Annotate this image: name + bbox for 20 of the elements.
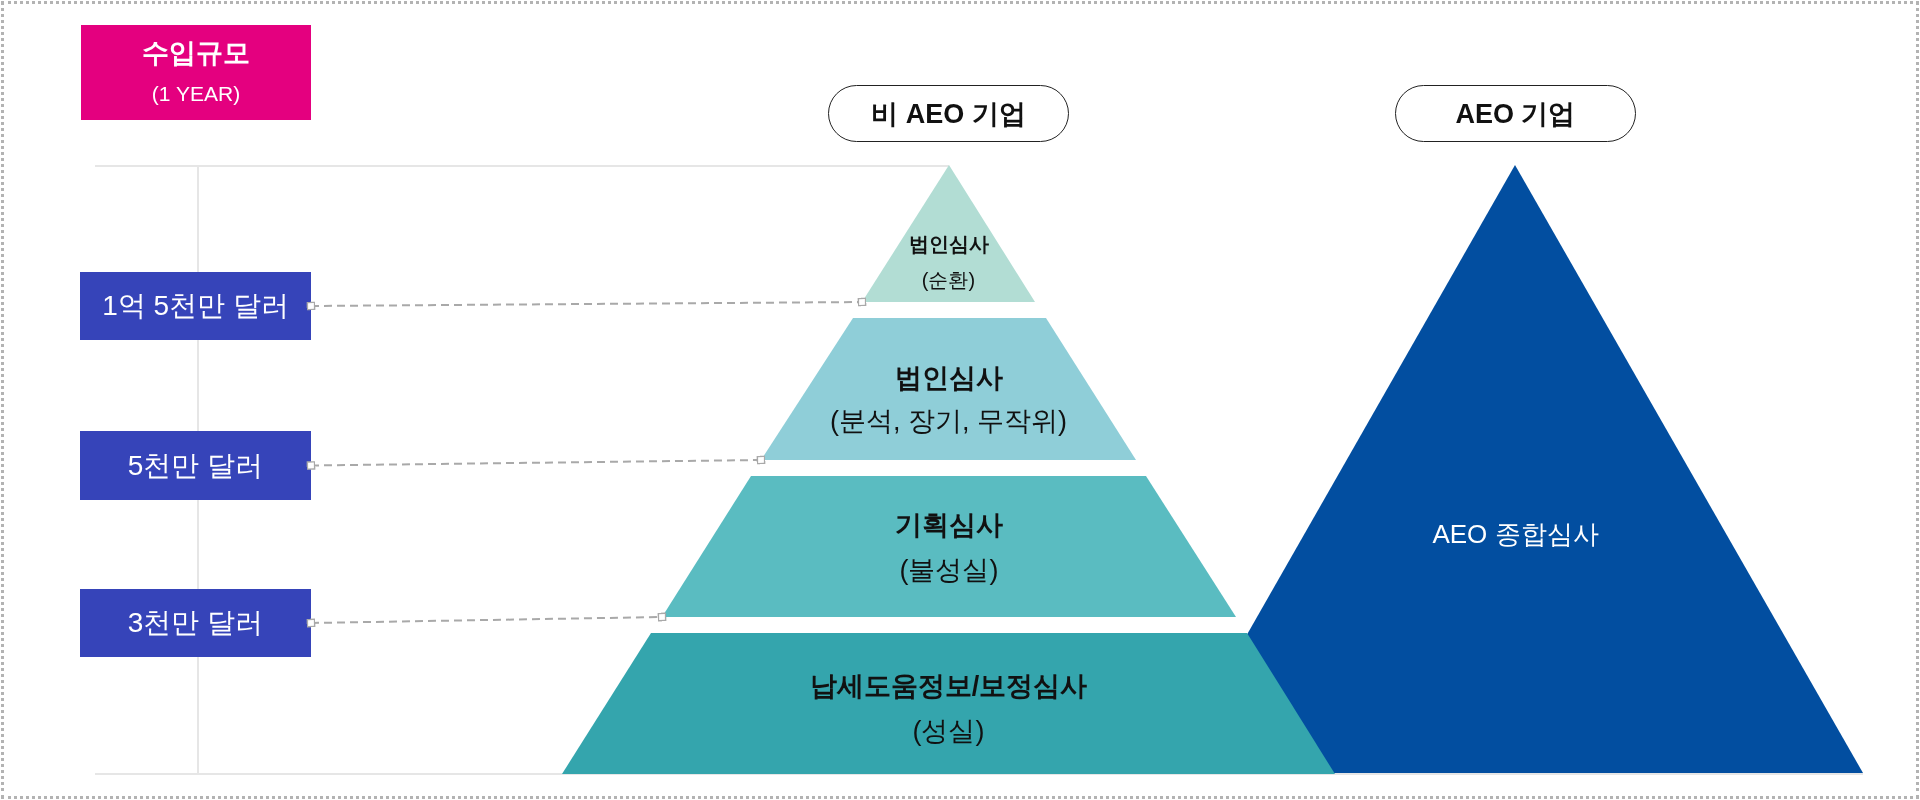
pill-label: 비 AEO 기업: [828, 85, 1069, 142]
threshold-box: 3천만 달러: [80, 589, 311, 657]
threshold-box: 1억 5천만 달러: [80, 272, 311, 340]
tier-title: 법인심사: [908, 232, 989, 256]
threshold-box: 5천만 달러: [80, 431, 311, 500]
tier-title: 기획심사: [895, 508, 1003, 542]
tier-title: 법인심사: [894, 361, 1003, 395]
header-subtitle: (1 YEAR): [151, 81, 241, 107]
header-title: 수입규모: [142, 36, 250, 70]
tier-subtitle: (순환): [921, 268, 976, 292]
triangle-label: AEO 종합심사: [1432, 519, 1599, 551]
tier-title: 납세도움정보/보정심사: [809, 669, 1088, 703]
leader-line: [306, 455, 766, 470]
tier-subtitle: (분석, 장기, 무작위): [830, 404, 1067, 438]
leader-line: [306, 297, 867, 311]
header-box: [81, 25, 311, 120]
tier-subtitle: (성실): [912, 714, 985, 748]
tier-subtitle: (불성실): [899, 553, 999, 587]
leader-line: [306, 612, 667, 628]
pill-label: AEO 기업: [1395, 85, 1636, 142]
